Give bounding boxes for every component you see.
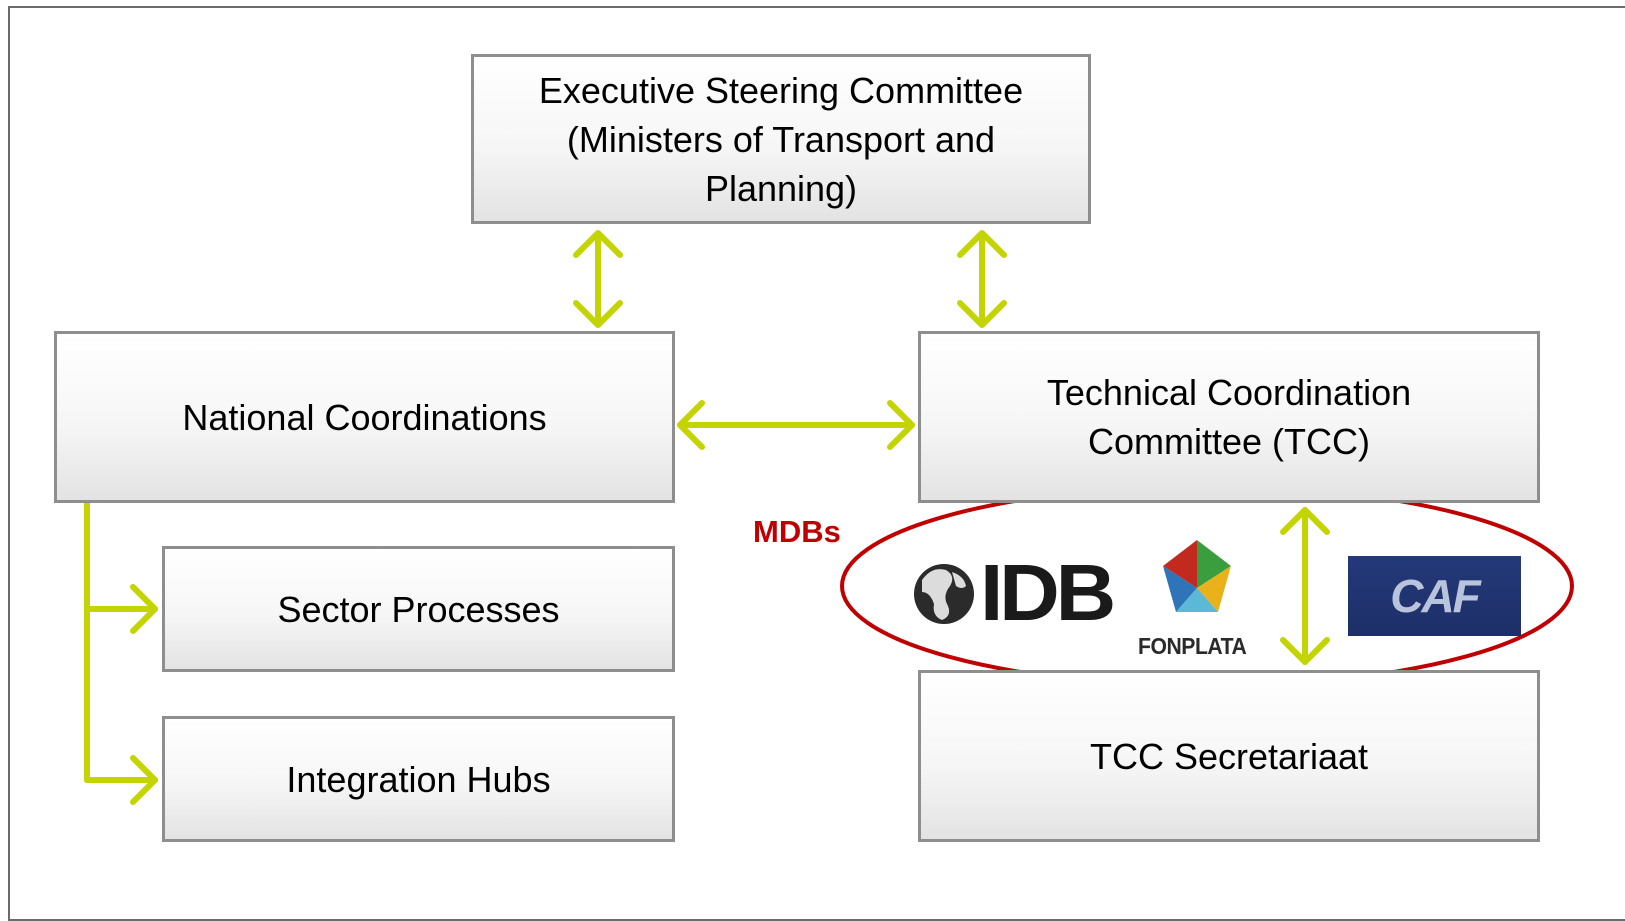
- arrow-tcc-secretariat: [1280, 507, 1330, 665]
- sector-processes-label: Sector Processes: [277, 588, 560, 630]
- technical-coordination-committee-label: Technical Coordination Committee (TCC): [1046, 372, 1412, 462]
- arrow-national-branches: [84, 500, 158, 805]
- executive-steering-committee-box: Executive Steering Committee (Ministers …: [471, 54, 1091, 224]
- tcc-secretariat-box: TCC Secretariaat: [918, 670, 1540, 842]
- fonplata-logo-text: FONPLATA: [1138, 633, 1247, 659]
- integration-hubs-box: Integration Hubs: [162, 716, 675, 842]
- arrow-executive-national: [573, 230, 623, 328]
- technical-coordination-committee-box: Technical Coordination Committee (TCC): [918, 331, 1540, 503]
- arrow-executive-tcc: [957, 230, 1007, 328]
- caf-logo: CAF: [1348, 556, 1521, 636]
- fonplata-logo-icon: [1163, 540, 1231, 612]
- tcc-secretariat-label: TCC Secretariaat: [1089, 735, 1369, 777]
- arrow-national-tcc: [677, 400, 915, 450]
- sector-processes-box: Sector Processes: [162, 546, 675, 672]
- national-coordinations-box: National Coordinations: [54, 331, 675, 503]
- national-coordinations-label: National Coordinations: [182, 396, 547, 438]
- idb-logo: IDB: [980, 548, 1116, 637]
- caf-logo-text: CAF: [1390, 570, 1481, 622]
- mdbs-label: MDBs: [753, 514, 841, 549]
- executive-steering-committee-label: Executive Steering Committee (Ministers …: [538, 69, 1024, 209]
- integration-hubs-label: Integration Hubs: [286, 758, 551, 800]
- idb-globe-icon: [914, 564, 974, 624]
